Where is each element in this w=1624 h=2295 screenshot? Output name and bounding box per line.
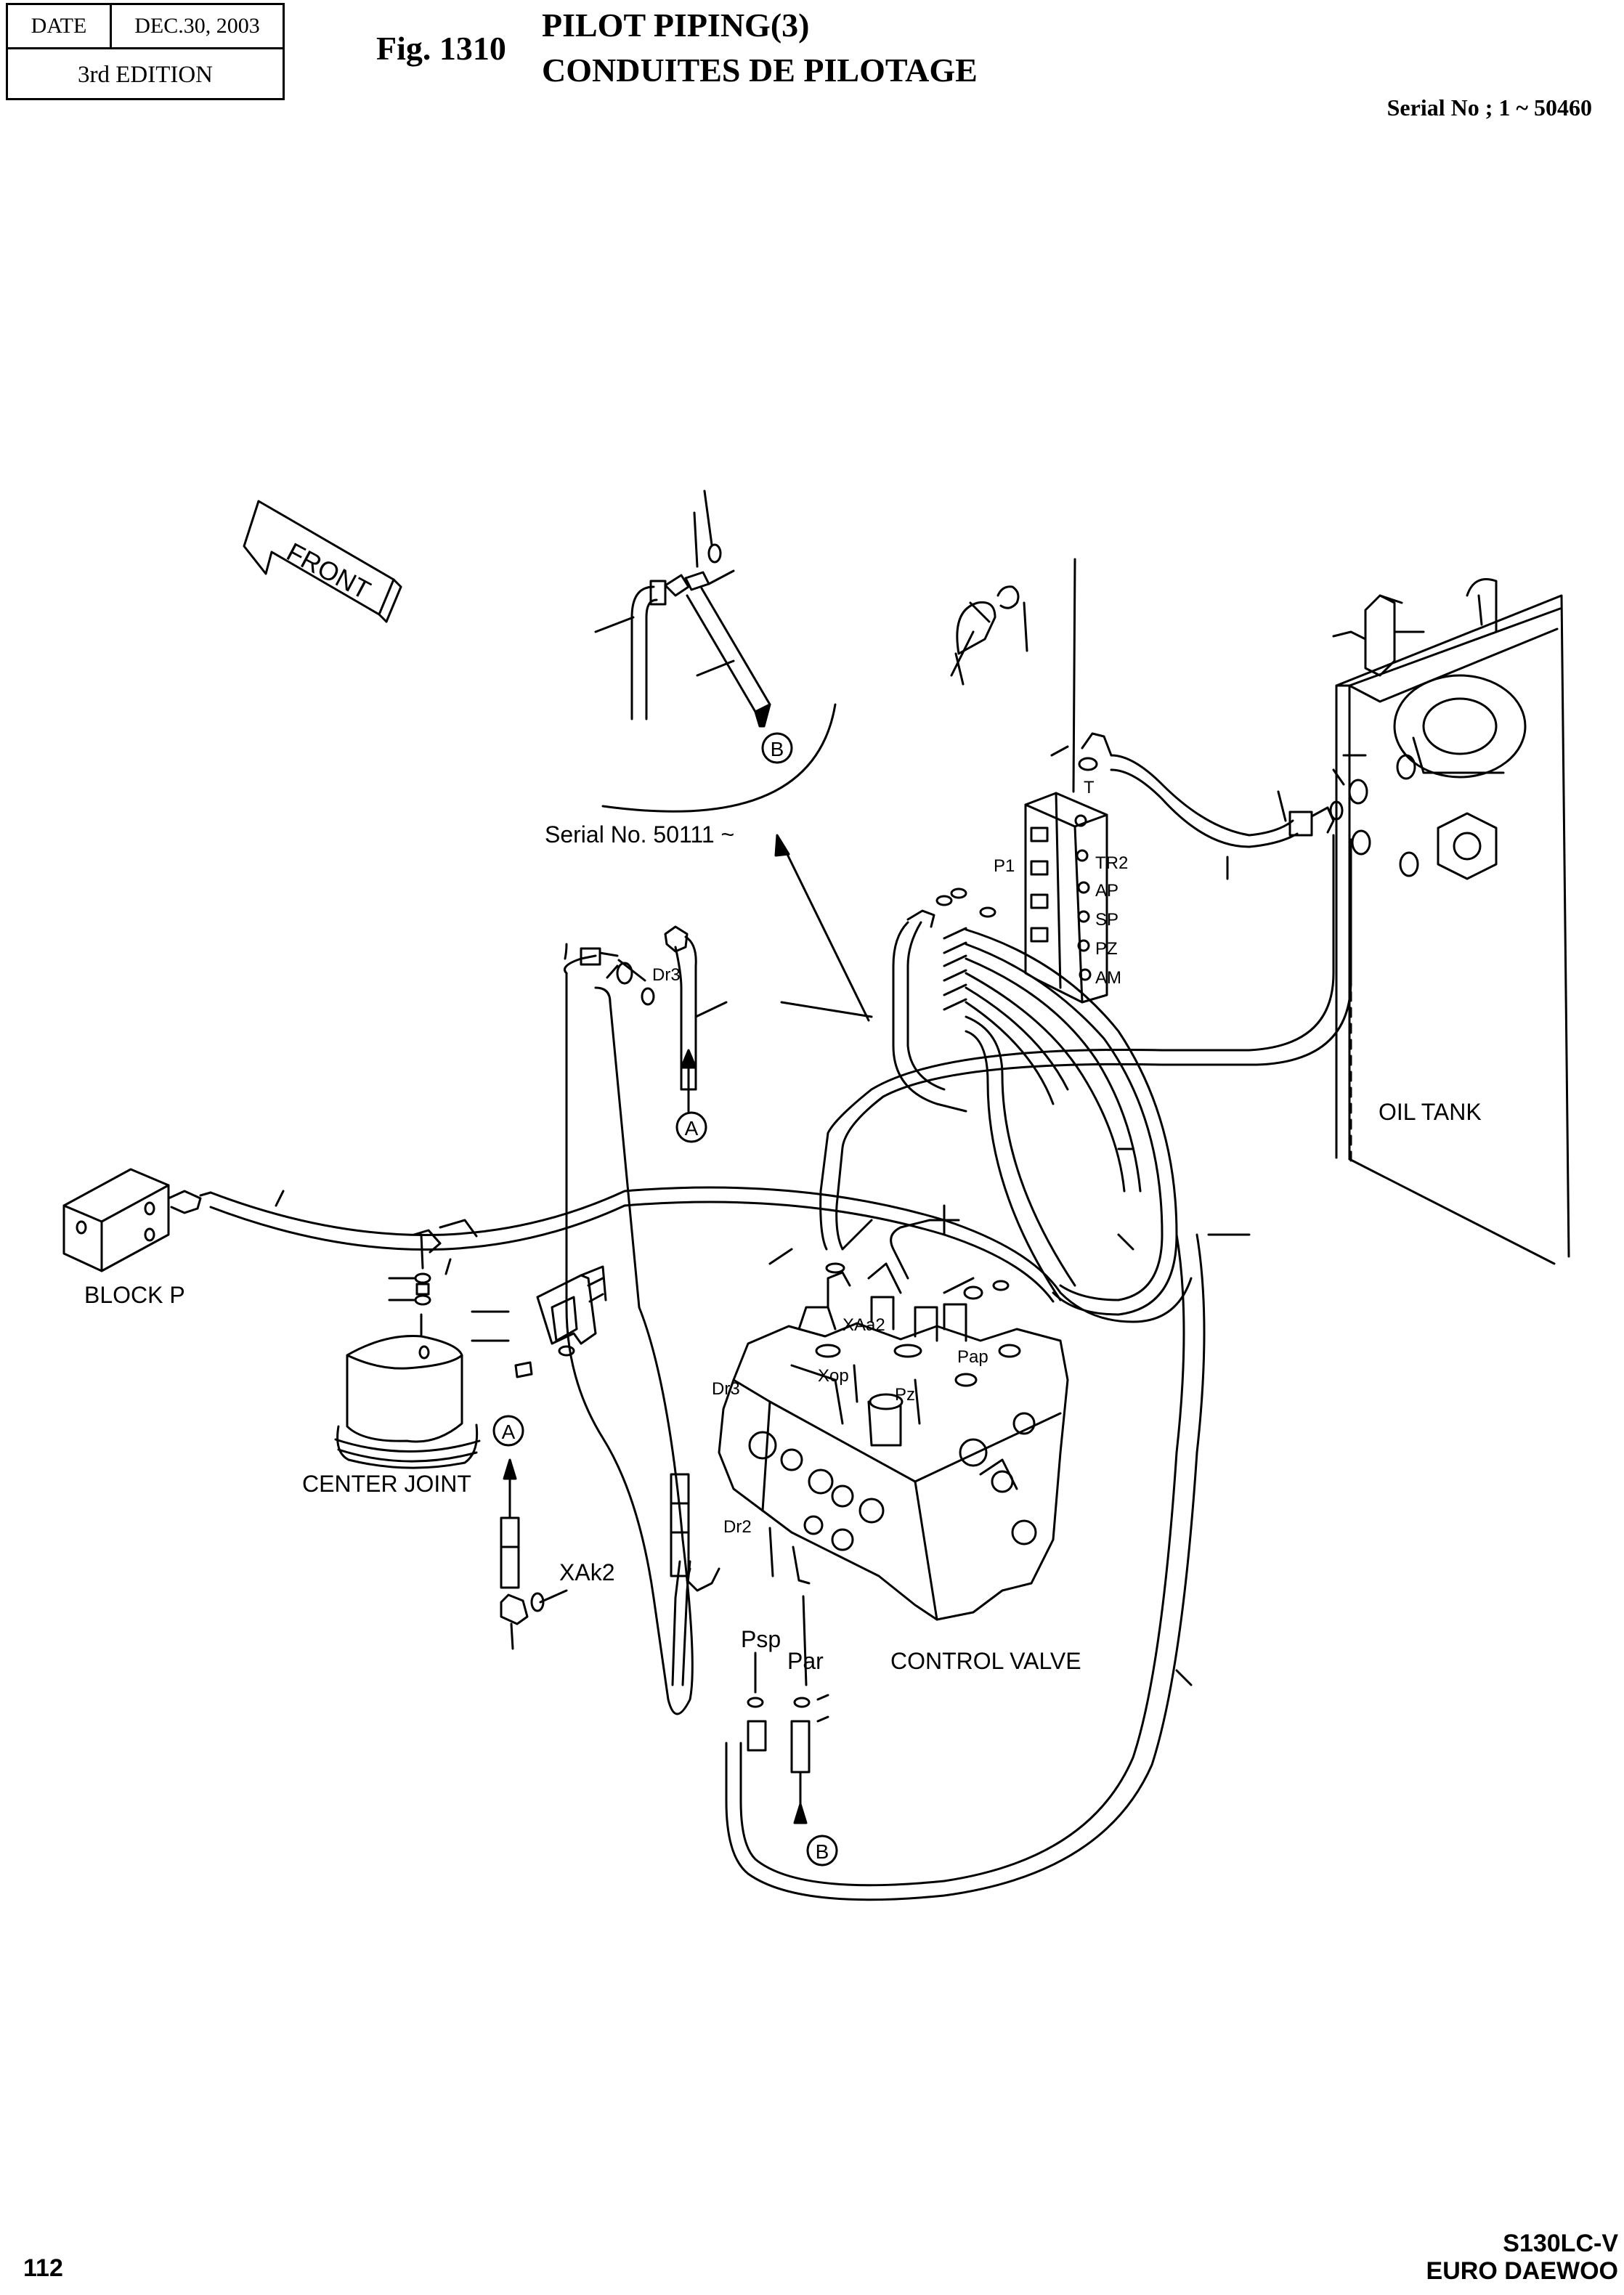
tank-return-hose — [1050, 732, 1352, 1066]
callout-a-lower: A — [502, 1421, 516, 1443]
port-psp-label: Psp — [741, 1626, 781, 1652]
center-joint-label: CENTER JOINT — [302, 1471, 471, 1497]
drain-hose — [819, 1048, 1164, 1251]
port-dr2-label: Dr2 — [723, 1517, 752, 1537]
port-tr2-label: TR2 — [1095, 853, 1128, 873]
pilot-hose-bundle — [725, 887, 1251, 1901]
oil-tank-label: OIL TANK — [1379, 1099, 1482, 1125]
inset-serial-label: Serial No. 50111 ~ — [545, 821, 734, 848]
port-ap-label: AP — [1095, 881, 1118, 901]
block-p — [62, 1168, 212, 1272]
page-title: PILOT PIPING(3) — [542, 7, 810, 44]
block-p-fittings — [388, 1233, 431, 1306]
port-pz-valve-label: Pz — [895, 1385, 915, 1405]
front-label: FRONT — [282, 537, 375, 605]
date-edition-box: DATE DEC.30, 2003 3rd EDITION — [6, 3, 285, 100]
port-xak2-label: XAk2 — [559, 1559, 614, 1585]
port-sp-label: SP — [1095, 910, 1118, 930]
port-pap-label: Pap — [957, 1347, 988, 1367]
date-label: DATE — [8, 5, 112, 47]
control-valve-label: CONTROL VALVE — [890, 1648, 1081, 1674]
oil-tank — [1332, 578, 1570, 1265]
brand-name: EURO DAEWOO — [1426, 2257, 1618, 2285]
xak2-fitting — [492, 1415, 568, 1650]
serial-number-range: Serial No ; 1 ~ 50460 — [1387, 94, 1592, 121]
date-row: DATE DEC.30, 2003 — [8, 5, 283, 49]
center-joint — [334, 1313, 481, 1469]
port-pz-label: PZ — [1095, 939, 1118, 959]
port-dr3-upper-label: Dr3 — [652, 965, 681, 985]
edition-label: 3rd EDITION — [77, 61, 214, 88]
port-xaa2-label: XAa2 — [843, 1315, 885, 1335]
page-number: 112 — [23, 2254, 63, 2282]
lower-port-hoses — [670, 1473, 838, 1867]
port-p1-label: P1 — [994, 856, 1015, 876]
port-par-label: Par — [787, 1648, 824, 1674]
front-direction-arrow — [243, 500, 402, 623]
page-title-french: CONDUITES DE PILOTAGE — [542, 52, 978, 89]
callout-a-upper: A — [685, 1117, 699, 1140]
date-value: DEC.30, 2003 — [134, 14, 260, 38]
callout-b-inset: B — [771, 738, 784, 760]
block-p-hose — [209, 1186, 1193, 1323]
model-name: S130LC-V — [1503, 2230, 1618, 2257]
port-dr3-valve-label: Dr3 — [712, 1379, 740, 1399]
inset-detail — [594, 490, 873, 1022]
upper-dr3-fittings — [564, 925, 728, 1715]
hose-clamp-bracket — [471, 1265, 607, 1378]
port-am-label: AM — [1095, 968, 1121, 988]
block-p-label: BLOCK P — [84, 1282, 185, 1308]
port-xop-label: Xop — [818, 1366, 849, 1386]
figure-number: Fig. 1310 — [376, 30, 506, 67]
control-valve — [718, 1204, 1069, 1621]
callout-b-lower: B — [816, 1840, 829, 1863]
port-t-label: T — [1084, 778, 1095, 797]
